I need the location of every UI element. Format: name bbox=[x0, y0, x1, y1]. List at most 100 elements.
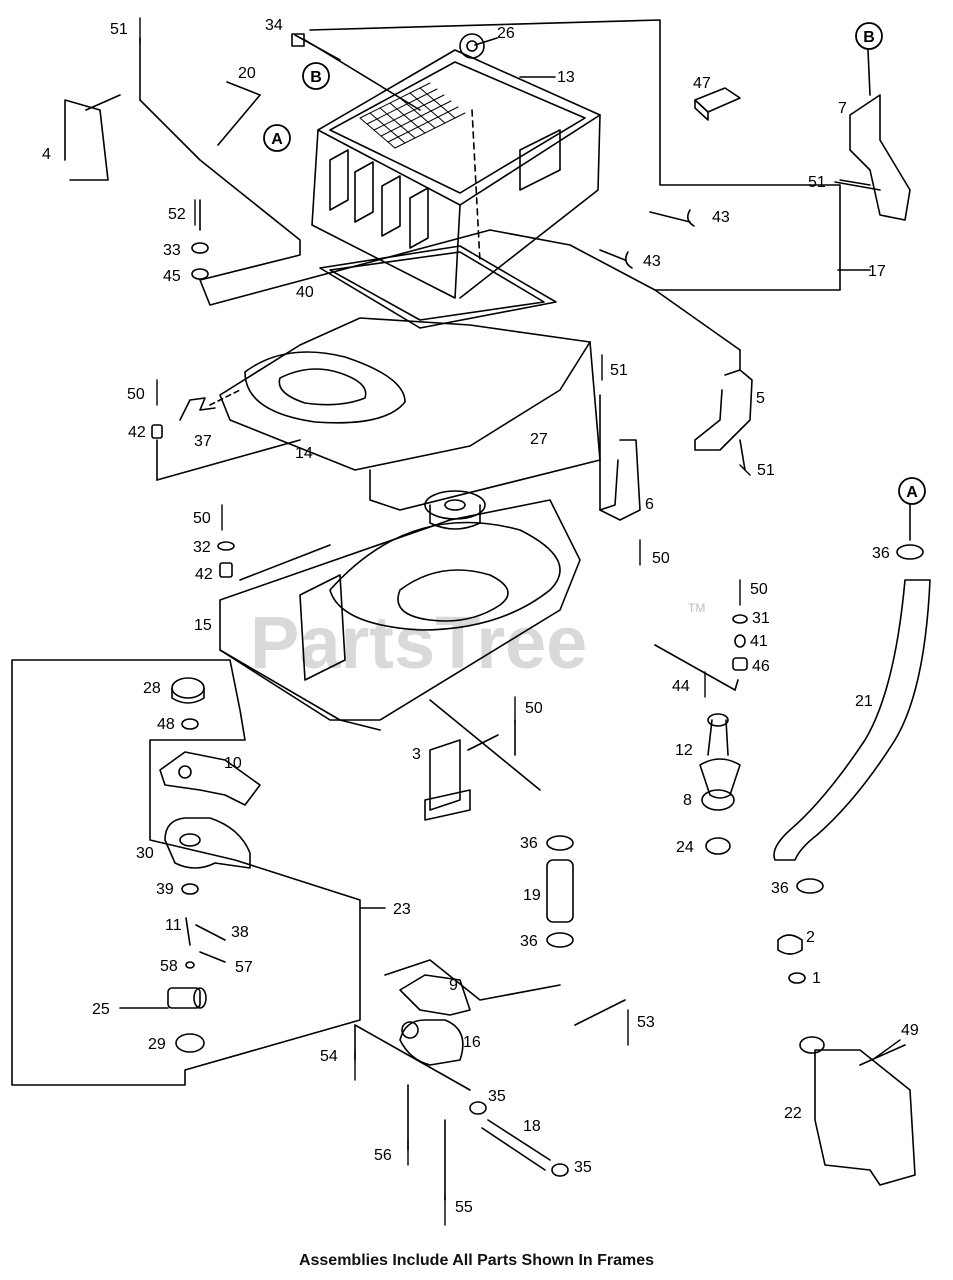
label-35-a: 35 bbox=[488, 1088, 506, 1105]
clamp-36c-part bbox=[896, 544, 924, 560]
part-labels: 51 34 26 20 13 47 7 4 51 52 43 33 43 45 … bbox=[42, 17, 919, 1216]
label-32: 32 bbox=[193, 539, 211, 556]
label-40: 40 bbox=[296, 284, 314, 301]
label-42-a: 42 bbox=[128, 424, 146, 441]
label-16: 16 bbox=[463, 1034, 481, 1051]
label-20: 20 bbox=[238, 65, 256, 82]
label-50-c: 50 bbox=[652, 550, 670, 567]
cover-3-part bbox=[424, 734, 499, 821]
clamp-36d-part bbox=[796, 878, 824, 894]
fan-hub-part bbox=[424, 490, 486, 530]
radiator-frame bbox=[139, 19, 841, 306]
label-50-b: 50 bbox=[193, 510, 211, 527]
label-36-b: 36 bbox=[520, 835, 538, 852]
label-35-b: 35 bbox=[574, 1159, 592, 1176]
label-51-bracket7: 51 bbox=[808, 174, 826, 191]
label-24: 24 bbox=[676, 839, 694, 856]
label-43-b: 43 bbox=[643, 253, 661, 270]
callout-b-top-label: B bbox=[310, 69, 322, 86]
label-14: 14 bbox=[295, 445, 313, 462]
label-48: 48 bbox=[157, 716, 175, 733]
ring-48-part bbox=[181, 718, 199, 730]
bracket-6-part bbox=[599, 439, 641, 521]
callouts: B A B A bbox=[263, 22, 926, 505]
label-9: 9 bbox=[449, 977, 458, 994]
callout-a-top-label: A bbox=[271, 131, 283, 148]
callout-a-top bbox=[263, 124, 291, 152]
impeller-25-part bbox=[167, 987, 207, 1009]
watermark-tm: TM bbox=[688, 601, 705, 615]
seal-29-part bbox=[175, 1033, 205, 1053]
label-50-a: 50 bbox=[127, 386, 145, 403]
small-hardware bbox=[151, 33, 748, 671]
watermark-text: PartsTree bbox=[250, 601, 587, 684]
label-39: 39 bbox=[156, 881, 174, 898]
label-4: 4 bbox=[42, 146, 51, 163]
callout-b-right-label: B bbox=[863, 29, 875, 46]
seal-1-part bbox=[788, 972, 806, 984]
label-57: 57 bbox=[235, 959, 253, 976]
label-46: 46 bbox=[752, 658, 770, 675]
pump-body-30-part bbox=[164, 817, 251, 869]
label-28: 28 bbox=[143, 680, 161, 697]
callout-a-right-label: A bbox=[906, 484, 918, 501]
callout-a-right bbox=[898, 477, 926, 505]
label-36-a: 36 bbox=[872, 545, 890, 562]
label-47: 47 bbox=[693, 75, 711, 92]
gasket-part bbox=[319, 245, 557, 329]
gasket-10-part bbox=[159, 751, 261, 806]
cap-2-part bbox=[777, 934, 803, 955]
label-1: 1 bbox=[812, 970, 821, 987]
watermark: PartsTree TM bbox=[250, 601, 705, 684]
bracket-5-part bbox=[694, 369, 753, 451]
label-51-b: 51 bbox=[610, 362, 628, 379]
bracket-7-part bbox=[849, 94, 911, 221]
label-36-c: 36 bbox=[771, 880, 789, 897]
clip-37-part bbox=[179, 397, 216, 421]
gasket-8-part bbox=[701, 789, 735, 811]
label-12: 12 bbox=[675, 742, 693, 759]
label-49: 49 bbox=[901, 1022, 919, 1039]
label-33: 33 bbox=[163, 242, 181, 259]
label-44: 44 bbox=[672, 678, 690, 695]
label-55: 55 bbox=[455, 1199, 473, 1216]
label-7: 7 bbox=[838, 100, 847, 117]
label-51: 51 bbox=[110, 21, 128, 38]
label-51-c: 51 bbox=[757, 462, 775, 479]
tube-18-part bbox=[469, 1101, 569, 1177]
label-27: 27 bbox=[530, 431, 548, 448]
label-34: 34 bbox=[265, 17, 283, 34]
label-15: 15 bbox=[194, 617, 212, 634]
label-17: 17 bbox=[868, 263, 886, 280]
label-19: 19 bbox=[523, 887, 541, 904]
label-30: 30 bbox=[136, 845, 154, 862]
bolts bbox=[139, 17, 901, 1226]
pump-frame bbox=[11, 659, 361, 1086]
clamp-36a-part bbox=[546, 835, 574, 851]
radiator-mesh bbox=[359, 82, 466, 149]
label-29: 29 bbox=[148, 1036, 166, 1053]
shaft-11-part bbox=[185, 917, 191, 946]
label-54: 54 bbox=[320, 1048, 338, 1065]
label-13: 13 bbox=[557, 69, 575, 86]
label-50-d: 50 bbox=[750, 581, 768, 598]
label-42-b: 42 bbox=[195, 566, 213, 583]
label-41: 41 bbox=[750, 633, 768, 650]
label-26: 26 bbox=[497, 25, 515, 42]
label-10: 10 bbox=[224, 755, 242, 772]
tank-22-part bbox=[799, 1036, 916, 1186]
thermostat-24-part bbox=[705, 837, 731, 855]
hose-21-part bbox=[773, 579, 931, 861]
label-37: 37 bbox=[194, 433, 212, 450]
label-31: 31 bbox=[752, 610, 770, 627]
label-25: 25 bbox=[92, 1001, 110, 1018]
drawing-lines bbox=[11, 17, 931, 1226]
callout-b-right bbox=[855, 22, 883, 50]
label-43-a: 43 bbox=[712, 209, 730, 226]
hose-19-part bbox=[546, 859, 574, 923]
cover-16-part bbox=[399, 1019, 464, 1066]
label-23: 23 bbox=[393, 901, 411, 918]
radiator-part bbox=[311, 33, 601, 299]
label-3: 3 bbox=[412, 746, 421, 763]
